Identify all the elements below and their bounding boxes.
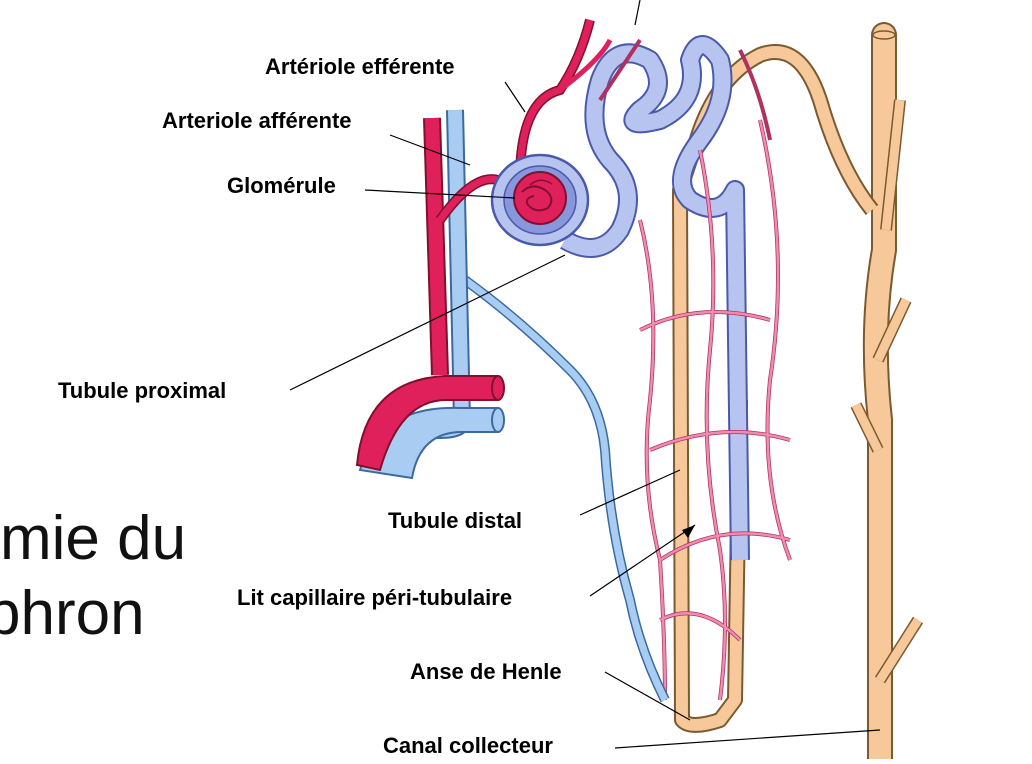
label-canal-collecteur: Canal collecteur — [383, 733, 553, 758]
slide-title-line1: mie du — [0, 504, 187, 573]
label-arteriole-afferente: Arteriole afférente — [162, 108, 352, 133]
label-lit-capillaire: Lit capillaire péri-tubulaire — [237, 585, 513, 610]
arterioles — [435, 18, 613, 223]
venule — [462, 275, 670, 703]
label-glomerule: Glomérule — [227, 173, 336, 198]
arrowhead-icon — [682, 525, 695, 538]
label-anse-henle: Anse de Henle — [410, 659, 562, 684]
connecting-tubule — [672, 44, 879, 733]
label-tubule-distal: Tubule distal — [388, 508, 523, 533]
label-tubule-proximal: Tubule proximal — [58, 378, 227, 403]
slide-title-line2: phron — [0, 579, 145, 648]
glomerulus — [490, 153, 590, 247]
artery — [355, 117, 505, 472]
collecting-duct — [850, 22, 924, 764]
renal-tubule — [560, 35, 750, 561]
leader-lines — [289, 0, 881, 749]
label-arteriole-efferente: Artériole efférente — [265, 54, 455, 79]
